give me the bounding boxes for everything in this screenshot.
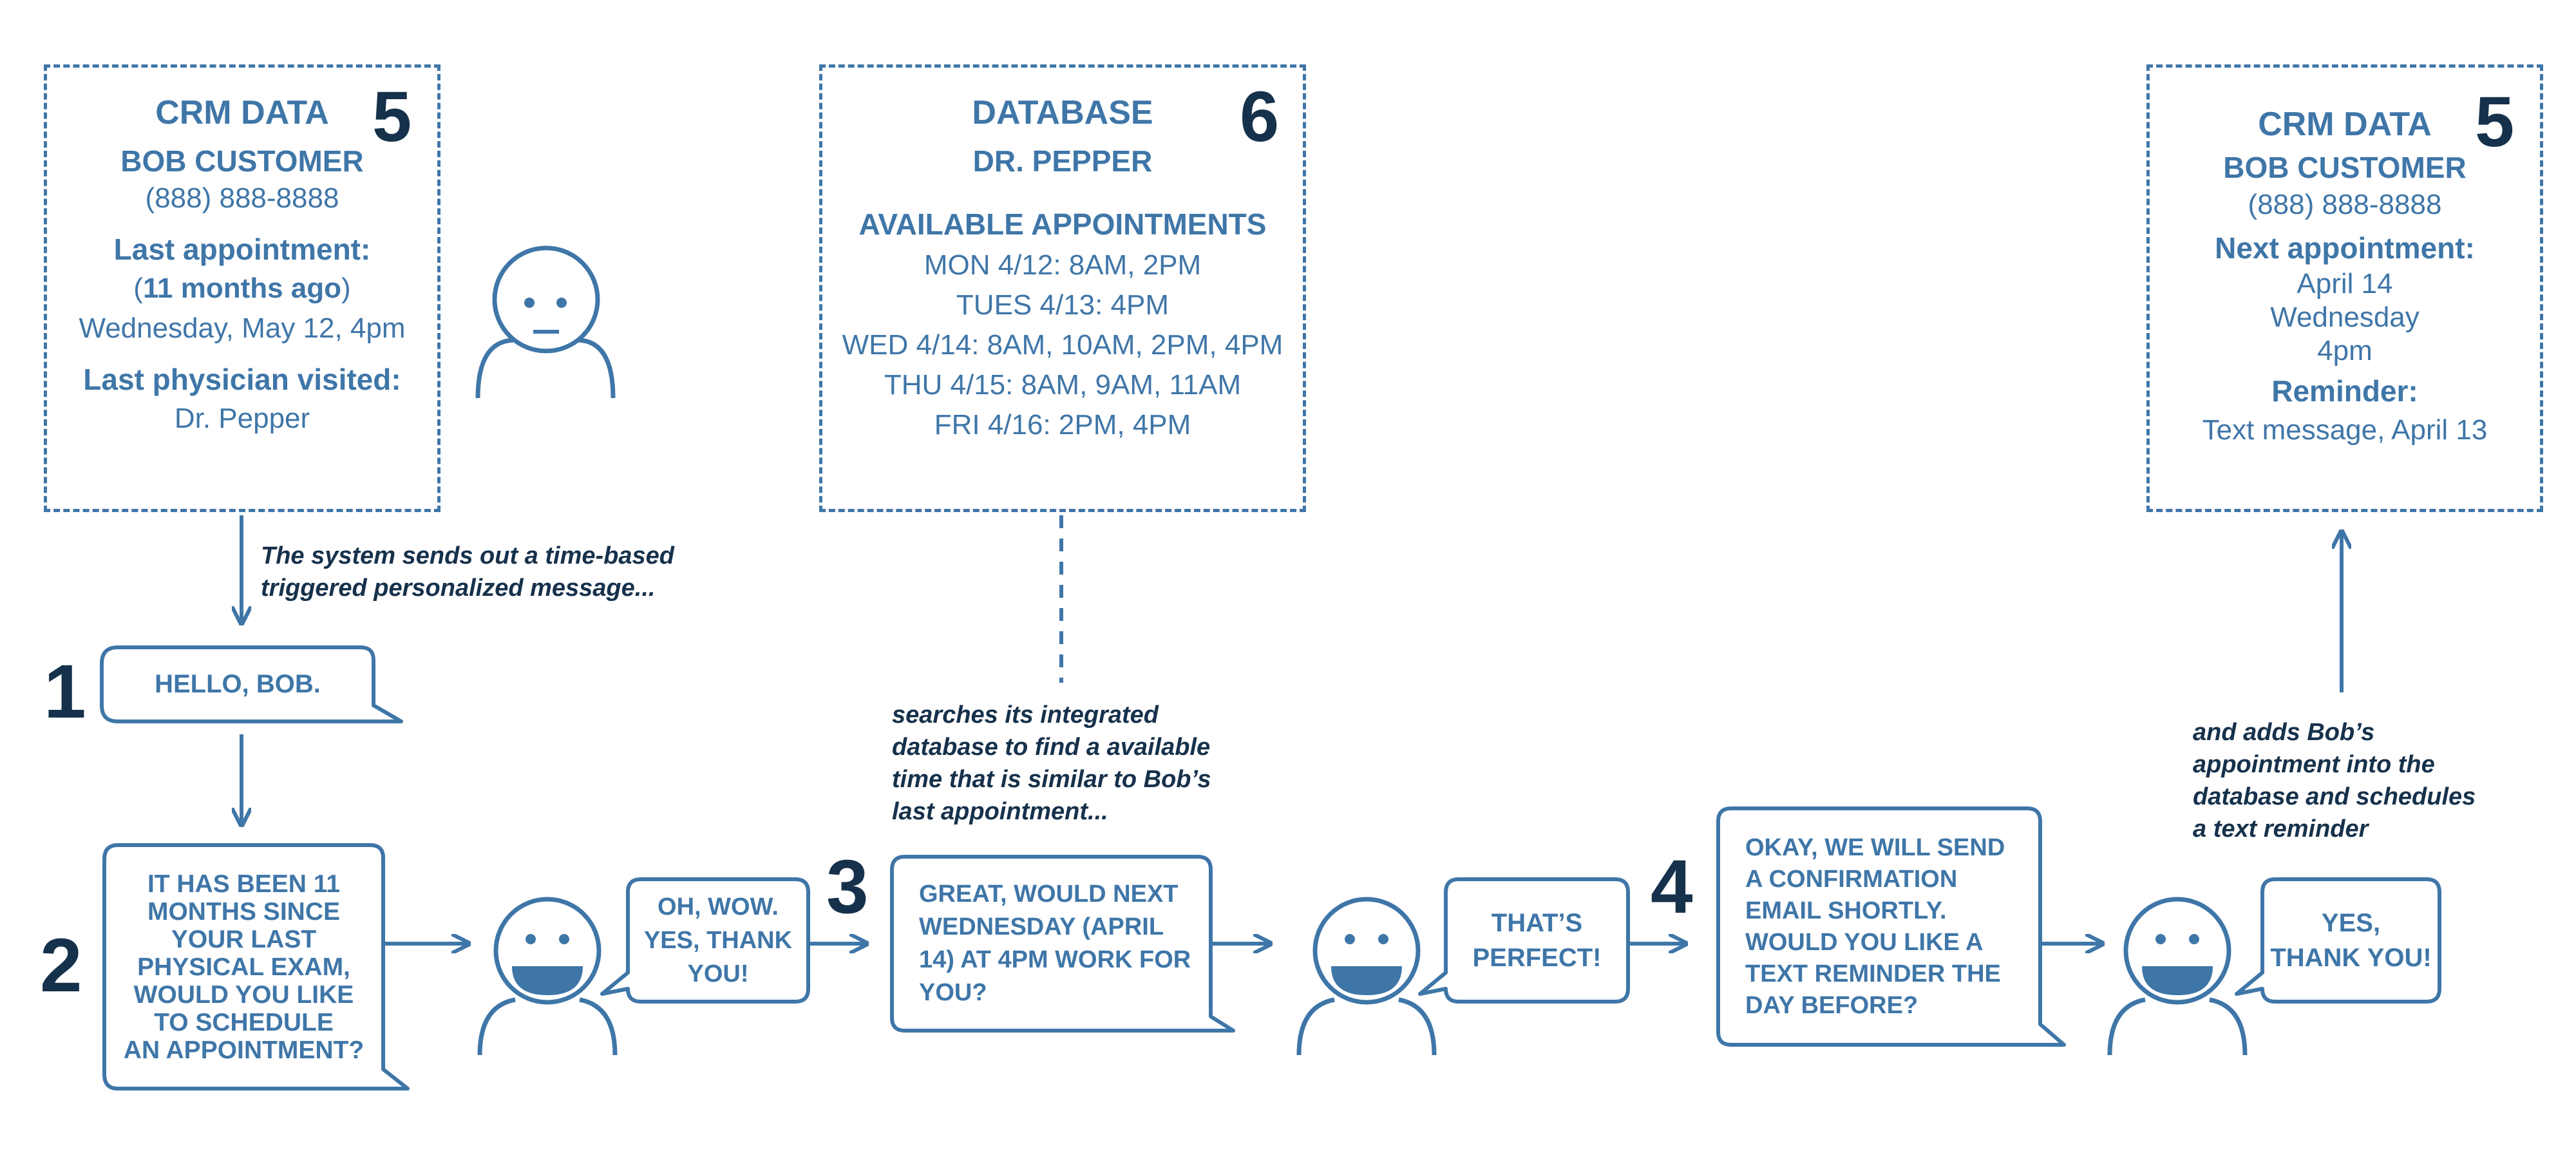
customer-name: BOB CUSTOMER [2223,151,2467,184]
available-appointments-label: AVAILABLE APPOINTMENTS [858,207,1267,241]
bubble-great-shape [890,855,1235,1033]
last-appointment-label: Last appointment: [113,233,371,266]
happy-person-icon [1296,897,1437,1056]
reminder-value: Text message, April 13 [2202,414,2488,446]
neutral-person-icon [475,245,616,399]
step-number-1: 1 [44,649,86,734]
bubble-hello-shape [100,645,403,723]
last-appointment-date: Wednesday, May 12, 4pm [79,312,406,344]
slot-list-item: WED 4/14: 8AM, 10AM, 2PM, 4PM [842,329,1283,361]
customer-phone: (888) 888-8888 [145,182,339,214]
next-appointment-line: 4pm [2317,335,2372,367]
next-appointment-line: April 14 [2297,268,2393,300]
note-adds: and adds Bob’s appointment into the data… [2193,719,2476,843]
last-physician-label: Last physician visited: [83,363,401,396]
bubble-okay: OKAY, WE WILL SEND A CONFIRMATION EMAIL … [1745,834,2005,1019]
bubble-great: GREAT, WOULD NEXT WEDNESDAY (APRIL 14) A… [919,881,1191,1006]
bubble-perfect: THAT’S PERFECT! [1472,909,1602,972]
bubble-question: IT HAS BEEN 11 MONTHS SINCE YOUR LAST PH… [123,870,365,1064]
reminder-label: Reminder: [2271,374,2418,408]
database-doctor: DR. PEPPER [972,144,1153,178]
step-number-5: 5 [372,77,412,157]
database-box: 6 DATABASE DR. PEPPER AVAILABLE APPOINTM… [819,64,1306,512]
happy-person-icon [477,897,618,1056]
crm-title: CRM DATA [155,94,329,131]
step-number-2: 2 [40,923,82,1008]
bubble-okay-shape [1716,806,2066,1047]
happy-person-icon [2107,897,2248,1056]
database-title: DATABASE [972,94,1153,131]
customer-name: BOB CUSTOMER [120,144,364,178]
bubble-oh-wow-shape [600,877,810,1004]
note-system-sends: The system sends out a time-based trigge… [261,542,674,602]
crm-data-box-left: 5 CRM DATA BOB CUSTOMER (888) 888-8888 L… [44,64,440,512]
step-number-5: 5 [2475,82,2515,162]
note-searches: searches its integrated database to find… [892,701,1211,825]
bubble-yes-thanks: YES, THANK YOU! [2270,909,2432,972]
slot-list-item: TUES 4/13: 4PM [956,289,1170,321]
last-appointment-ago: 11 months ago [142,272,342,304]
slot-list-item: THU 4/15: 8AM, 9AM, 11AM [884,369,1242,401]
crm-data-box-right: 5 CRM DATA BOB CUSTOMER (888) 888-8888 N… [2146,64,2543,512]
step-number-6: 6 [1240,77,1280,157]
slot-list-item: FRI 4/16: 2PM, 4PM [934,409,1191,441]
bubble-question-shape [102,843,410,1091]
customer-phone: (888) 888-8888 [2248,189,2442,220]
slot-list-item: MON 4/12: 8AM, 2PM [923,249,1202,281]
bubble-oh-wow: OH, WOW. YES, THANK YOU! [643,893,793,987]
last-physician: Dr. Pepper [174,403,310,434]
next-appointment-line: Wednesday [2270,301,2420,333]
step-number-3: 3 [826,844,869,929]
bubble-perfect-shape [1418,877,1630,1004]
bubble-yes-thanks-shape [2235,877,2441,1004]
bubble-hello: HELLO, BOB. [155,670,321,698]
step-number-4: 4 [1651,844,1693,929]
crm-title: CRM DATA [2258,106,2432,143]
next-appointment-label: Next appointment: [2215,231,2475,265]
last-appointment-ago-line: (11 months ago) [133,272,351,304]
